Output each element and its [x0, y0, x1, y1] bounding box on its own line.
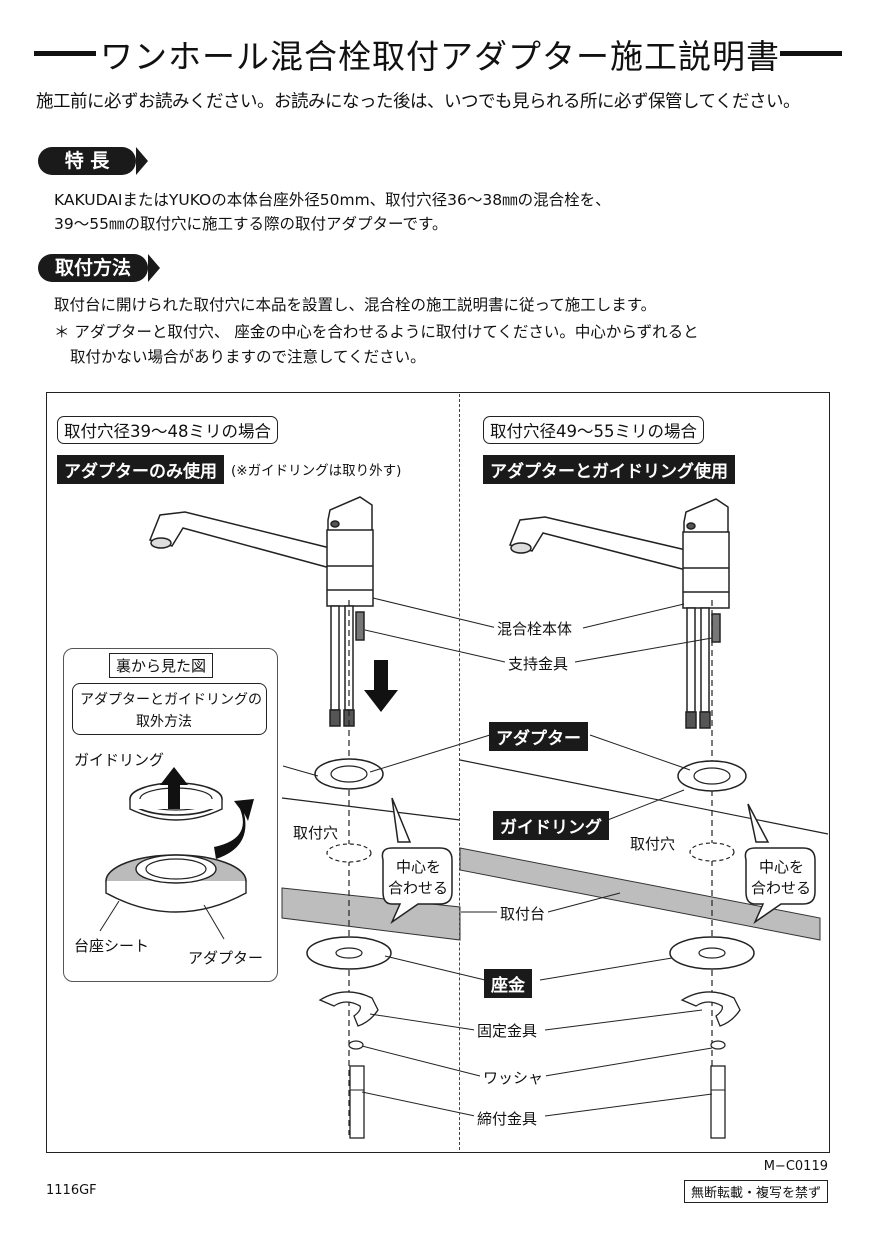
- method-line-3: 取付かない場合がありますので注意してください。: [70, 348, 426, 366]
- title-rule-left: [34, 51, 96, 56]
- method-line-1: 取付台に開けられた取付穴に本品を設置し、混合栓の施工説明書に従って施工します。: [54, 296, 657, 314]
- washer-left: [348, 1040, 364, 1050]
- inset-subtitle-2: 取外方法: [136, 714, 192, 730]
- features-heading-label: 特 長: [64, 150, 110, 172]
- method-heading-label: 取付方法: [54, 257, 131, 279]
- method-heading: 取付方法: [38, 254, 160, 282]
- diagram-divider: [459, 394, 460, 1150]
- center-callout-right-line1: 中心を: [759, 858, 805, 876]
- method-line-2: ＊ アダプターと取付穴、 座金の中心を合わせるように取付けてください。中心からず…: [54, 323, 699, 341]
- fixing-bracket-left: [318, 991, 379, 1027]
- left-case-label: 取付穴径39〜48ミリの場合: [57, 416, 278, 444]
- fastener-right: [710, 1065, 726, 1139]
- inset-drawing: [99, 767, 254, 940]
- features-line-2: 39〜55㎜の取付穴に施工する際の取付アダプターです。: [54, 215, 448, 233]
- counter-edge-right: [459, 847, 821, 941]
- copyright-notice: 無断転載・複写を禁ず: [683, 1180, 828, 1203]
- part-label-washer-plate: 座金: [484, 969, 532, 998]
- hole-right: [689, 842, 735, 862]
- inset-guide-label: ガイドリング: [74, 751, 165, 769]
- part-label-base: 取付台: [497, 903, 549, 924]
- center-callout-left-line1: 中心を: [396, 858, 442, 876]
- title-rule-right: [780, 51, 842, 56]
- notice-text: 施工前に必ずお読みください。お読みになった後は、いつでも見られる所に必ず保管して…: [36, 92, 800, 112]
- document-code: M−C0119: [763, 1159, 828, 1174]
- fastener-left: [349, 1065, 365, 1139]
- diagram-frame: [46, 392, 830, 1153]
- print-code: 1116GF: [46, 1183, 97, 1198]
- left-usage-note: (※ガイドリングは取り外す): [231, 463, 402, 479]
- part-label-support: 支持金具: [505, 653, 572, 674]
- center-callout-left-line2: 合わせる: [388, 879, 449, 897]
- inset-seat-label: 台座シート: [74, 937, 150, 955]
- hole-left: [326, 843, 372, 863]
- center-callout-right: [744, 847, 816, 925]
- part-label-guide: ガイドリング: [493, 811, 609, 840]
- center-callout-left: [381, 847, 453, 925]
- inset-up-arrow: [160, 767, 188, 809]
- inset-subtitle-box: [72, 683, 267, 735]
- part-label-body: 混合栓本体: [494, 618, 576, 639]
- faucet-right: [508, 498, 730, 729]
- hole-label-left: 取付穴: [290, 822, 342, 843]
- inset-subtitle-1: アダプターとガイドリングの: [80, 692, 262, 708]
- inset-title: 裏から見た図: [109, 653, 214, 678]
- right-case-label: 取付穴径49〜55ミリの場合: [483, 416, 704, 444]
- left-usage-label: アダプターのみ使用: [57, 455, 224, 484]
- part-label-washer: ワッシャ: [480, 1067, 547, 1088]
- features-line-1: KAKUDAIまたはYUKOの本体台座外径50mm、取付穴径36〜38㎜の混合栓…: [54, 191, 611, 209]
- part-label-fixing: 固定金具: [474, 1020, 541, 1041]
- part-label-adapter: アダプター: [489, 722, 588, 751]
- washer-right: [710, 1040, 726, 1050]
- back-view-inset: 裏から見た図 アダプターとガイドリングの 取外方法 ガイドリング 台座シート ア…: [63, 648, 278, 982]
- down-arrow: [364, 660, 398, 712]
- inset-rotate-arrow: [214, 799, 254, 859]
- page-title: ワンホール混合栓取付アダプター施工説明書: [100, 37, 780, 76]
- features-heading: 特 長: [38, 147, 148, 175]
- hole-label-right: 取付穴: [627, 833, 679, 854]
- right-usage-label: アダプターとガイドリング使用: [483, 455, 735, 484]
- inset-adapter-label: アダプター: [188, 949, 264, 967]
- faucet-left: [148, 496, 374, 727]
- fixing-bracket-right: [680, 991, 741, 1027]
- center-callout-right-line2: 合わせる: [751, 879, 812, 897]
- part-label-fastener: 締付金具: [474, 1108, 541, 1129]
